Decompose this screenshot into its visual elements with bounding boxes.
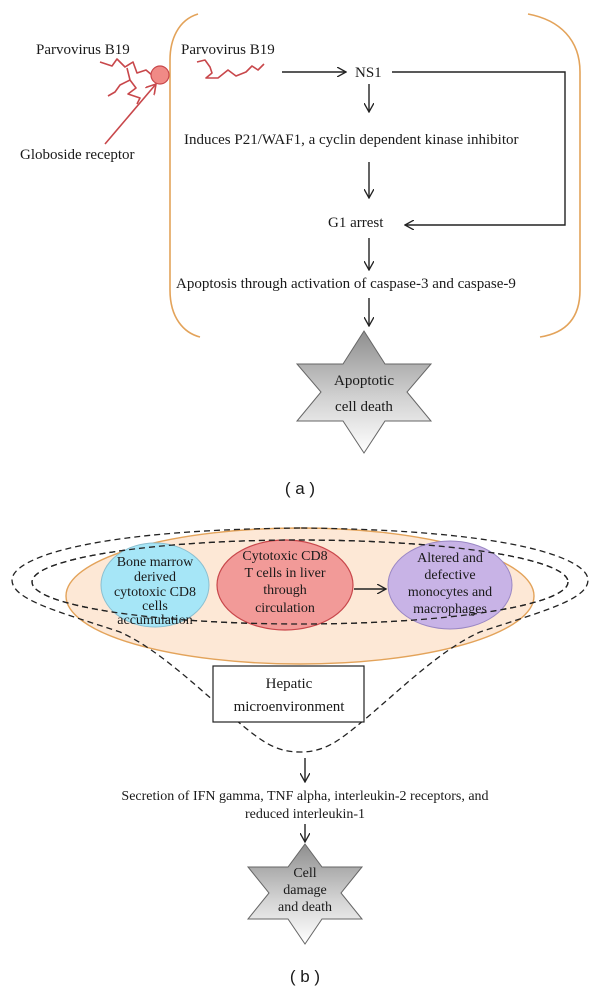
bone-marrow-line-1: Bone marrow xyxy=(117,555,194,570)
bone-marrow-cell xyxy=(100,542,210,628)
cell-membrane-bracket-right xyxy=(527,13,581,338)
cell-membrane-bracket xyxy=(169,13,201,338)
g1-label: G1 arrest xyxy=(328,215,384,231)
monocyte-text: Altered and defective monocytes and macr… xyxy=(408,551,492,617)
virus-inside-label: Parvovirus B19 xyxy=(181,42,275,58)
hepatic-box xyxy=(212,665,365,723)
hepatic-line-1: Hepatic xyxy=(266,676,313,692)
monocyte-line-2: defective xyxy=(424,568,475,583)
cd8-liver-text: Cytotoxic CD8 T cells in liver through c… xyxy=(242,549,327,616)
panel-b-label: ( b ) xyxy=(290,967,320,986)
cell-death-line-1: Cell xyxy=(293,866,316,881)
monocyte-line-1: Altered and xyxy=(417,551,483,566)
monocyte-line-3: monocytes and xyxy=(408,585,492,600)
monocyte-cell xyxy=(387,540,513,630)
bone-marrow-text: Bone marrow derived cytotoxic CD8 cells … xyxy=(114,555,196,628)
cell-damage-star xyxy=(246,843,364,945)
bone-marrow-line-5: accumulation xyxy=(117,613,192,628)
secretion-line-2: reduced interleukin-1 xyxy=(245,807,365,822)
ns1-to-g1-loop-arrow xyxy=(392,71,566,225)
apoptosis-label: Apoptosis through activation of caspase-… xyxy=(176,276,516,292)
apoptotic-death-star xyxy=(295,330,433,454)
cd8-line-1: Cytotoxic CD8 xyxy=(242,549,327,564)
ns1-label: NS1 xyxy=(355,65,382,81)
cd8-line-4: circulation xyxy=(255,601,315,616)
cd8-line-2: T cells in liver xyxy=(245,566,326,581)
virus-outside-label: Parvovirus B19 xyxy=(36,42,130,58)
virus-outside-icon xyxy=(99,58,154,105)
hepatic-line-2: microenvironment xyxy=(234,699,346,715)
bone-marrow-line-2: derived xyxy=(134,570,176,585)
bone-marrow-line-4: cells xyxy=(142,599,168,614)
globoside-receptor-icon xyxy=(150,65,170,85)
panel-a: Parvovirus B19 Parvovirus B19 Globoside … xyxy=(20,13,581,498)
receptor-label: Globoside receptor xyxy=(20,147,135,163)
death-label-line-1: Apoptotic xyxy=(334,373,394,389)
secretion-line-1: Secretion of IFN gamma, TNF alpha, inter… xyxy=(121,789,488,804)
panel-b: Bone marrow derived cytotoxic CD8 cells … xyxy=(11,527,589,986)
death-label-line-2: cell death xyxy=(335,399,393,415)
monocyte-line-4: macrophages xyxy=(413,602,487,617)
bone-marrow-line-3: cytotoxic CD8 xyxy=(114,585,196,600)
dashed-funnel-outer xyxy=(11,527,589,753)
cd8-line-3: through xyxy=(263,583,307,598)
cell-death-line-2: damage xyxy=(283,883,327,898)
dashed-inner-ellipse-overlay xyxy=(31,539,569,625)
virus-inside-icon xyxy=(196,59,265,79)
receptor-arrow xyxy=(104,84,156,145)
cell-death-line-3: and death xyxy=(278,900,332,915)
panel-a-label: ( a ) xyxy=(285,479,315,498)
p21-label: Induces P21/WAF1, a cyclin dependent kin… xyxy=(184,132,519,148)
